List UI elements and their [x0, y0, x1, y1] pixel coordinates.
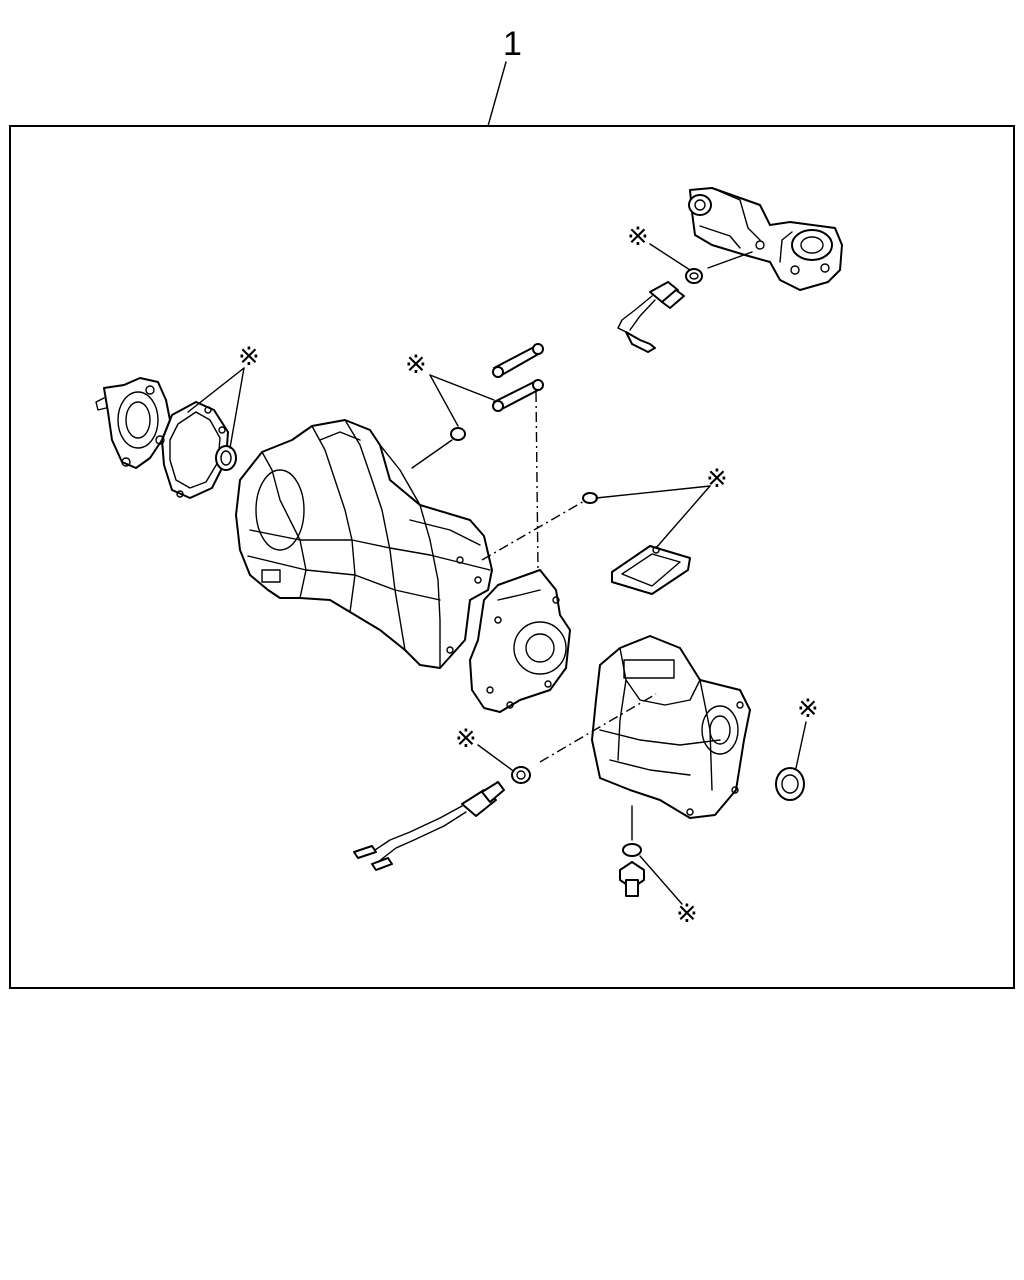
top-speed-sensor [617, 268, 703, 353]
drain-plug [619, 843, 645, 897]
asterisk-leaders [187, 243, 807, 905]
extension-leader-line [707, 251, 753, 269]
intermediate-plate [469, 569, 571, 713]
case-o-ring-leader [411, 439, 453, 469]
shift-link-upper [492, 343, 544, 378]
shift-link-lower [492, 379, 544, 412]
main-transmission-case [235, 419, 493, 669]
cover-o-ring [582, 492, 598, 504]
asterisk-mark: ※ [405, 349, 427, 379]
asterisk-mark: ※ [676, 898, 698, 928]
front-oil-seal [215, 445, 237, 471]
asterisk-mark: ※ [797, 693, 819, 723]
inspection-cover-gasket [611, 545, 691, 595]
asterisk-mark: ※ [238, 341, 260, 371]
rear-oil-seal [775, 767, 805, 801]
rear-case [591, 635, 751, 819]
case-o-ring [450, 427, 466, 441]
assembly-frame [9, 125, 1015, 989]
extension-housing [688, 187, 843, 291]
lower-speed-sensor [353, 766, 531, 871]
front-bearing-retainer [95, 377, 171, 469]
link-axis-line [535, 391, 539, 571]
plate-to-case-line [481, 499, 587, 561]
asterisk-mark: ※ [455, 723, 477, 753]
front-gasket [161, 401, 229, 499]
callout-leader-line [487, 61, 507, 127]
sensor-axis-line [539, 693, 657, 763]
asterisk-mark: ※ [706, 463, 728, 493]
callout-number: 1 [503, 25, 522, 63]
asterisk-mark: ※ [627, 221, 649, 251]
